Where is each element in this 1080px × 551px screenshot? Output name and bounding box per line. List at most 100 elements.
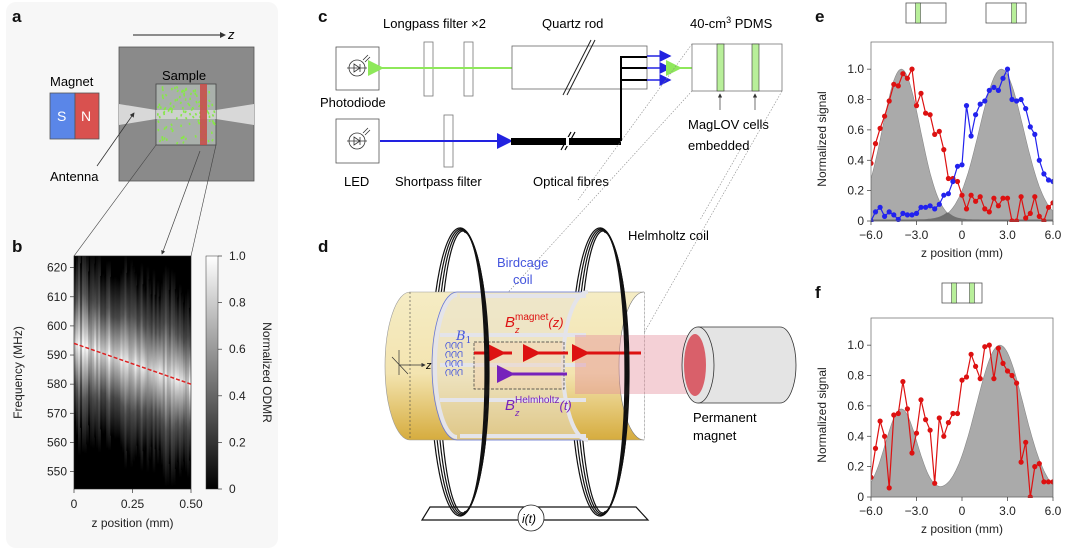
- cell-dot: [194, 89, 197, 92]
- panel-b-letter: b: [12, 237, 22, 256]
- cell-dot: [180, 124, 183, 128]
- cell-dot: [198, 104, 201, 108]
- data-point-right-cell: [1014, 98, 1020, 104]
- x-tick-label: 0: [71, 497, 78, 511]
- y-tick-label: 0.6: [847, 399, 864, 413]
- zoom-line-left: [73, 144, 157, 257]
- y-axis-label: Normalized signal: [815, 367, 829, 462]
- data-point-right-cell: [913, 210, 920, 216]
- cell-dot: [158, 139, 162, 143]
- cell-dot: [161, 88, 164, 92]
- cell-dot: [192, 115, 195, 119]
- heatmap-column: [112, 277, 115, 437]
- data-point-right-cell: [936, 201, 942, 207]
- data-point-left-cell: [927, 112, 933, 118]
- data-point-left-cell: [1000, 195, 1006, 201]
- heatmap-column: [84, 256, 87, 454]
- data-point-both-cells: [1004, 368, 1011, 374]
- sample-label: Sample: [162, 68, 206, 83]
- sample-beam: [156, 110, 216, 119]
- x-tick-label: 0.25: [121, 497, 145, 511]
- data-point-left-cell: [882, 113, 888, 119]
- cell-dot: [185, 116, 188, 120]
- x-axis-label: z position (mm): [91, 516, 173, 530]
- data-point-left-cell: [968, 192, 974, 198]
- fibre-break: [564, 131, 576, 151]
- helmholtz-coil-left-front: [459, 227, 490, 517]
- heatmap-column: [90, 256, 93, 448]
- data-point-left-cell: [954, 178, 961, 185]
- y-tick-label: 0.4: [847, 153, 864, 167]
- data-point-left-cell: [891, 81, 897, 87]
- heatmap-column: [184, 292, 188, 473]
- data-point-both-cells: [977, 376, 983, 382]
- b1-field-line: [451, 342, 457, 350]
- cell-dot: [184, 98, 187, 101]
- axis-z-label: z: [425, 360, 432, 372]
- cell-dot: [208, 99, 211, 103]
- data-point-both-cells: [904, 406, 911, 412]
- magLOV-cells: [157, 85, 216, 145]
- data-point-right-cell: [968, 133, 974, 139]
- x-axis-label: z position (mm): [921, 246, 1003, 260]
- cell-dot: [187, 102, 190, 106]
- projection-line: [699, 149, 741, 221]
- data-point-right-cell: [1032, 131, 1038, 137]
- colorbar-tick-label: 0.6: [229, 342, 246, 356]
- data-point-right-cell: [963, 103, 970, 109]
- data-point-right-cell: [891, 212, 897, 218]
- heatmap-column: [116, 278, 119, 439]
- heatmap-column: [78, 256, 81, 456]
- perm-magnet-label-line1: Permanent: [693, 410, 757, 425]
- cell-dot: [182, 110, 185, 113]
- x-tick-label: 0: [959, 228, 966, 242]
- cell-dot: [163, 112, 166, 116]
- y-tick-label: 610: [47, 290, 67, 304]
- colorbar-label: Normalized ODMR: [260, 322, 274, 423]
- inset-cell-stripe: [915, 2, 921, 24]
- pdms-label: 40-cm3 PDMS: [690, 15, 773, 31]
- data-point-left-cell: [913, 103, 920, 109]
- data-point-left-cell: [991, 195, 997, 201]
- shortpass-label: Shortpass filter: [395, 174, 482, 189]
- photodiode-icon: [347, 54, 371, 77]
- data-point-left-cell: [895, 83, 901, 89]
- zoom-line-right: [190, 144, 217, 257]
- data-point-right-cell: [1004, 66, 1011, 72]
- data-point-right-cell: [932, 206, 938, 212]
- pdms-block: [691, 43, 783, 92]
- cell-dot: [211, 138, 214, 142]
- magnet-s-text: S: [57, 108, 66, 124]
- y-tick-label: 560: [47, 435, 67, 449]
- sample-stripe: [200, 84, 207, 145]
- photodiode-label: Photodiode: [320, 95, 386, 110]
- data-point-left-cell: [995, 203, 1002, 209]
- cell-dot: [157, 128, 160, 132]
- magnet-label: Magnet: [50, 74, 94, 89]
- data-point-right-cell: [1009, 96, 1015, 103]
- b1-field-line: [457, 351, 463, 359]
- data-point-right-cell: [1041, 171, 1047, 177]
- data-point-both-cells: [1014, 380, 1020, 386]
- bmag-label: Bmagnet(z): [505, 312, 564, 331]
- projection-line: [577, 43, 693, 201]
- cell-dot: [210, 131, 213, 134]
- optical-fibre: [620, 56, 647, 141]
- inset-cell-stripe: [969, 282, 975, 304]
- heatmap-column: [82, 256, 85, 453]
- y-tick-label: 0: [857, 490, 864, 504]
- data-point-both-cells: [1018, 459, 1024, 465]
- helmholtz-coil-right-front: [599, 227, 630, 517]
- data-point-both-cells: [1000, 360, 1006, 366]
- cell-dot: [195, 94, 198, 98]
- projection-line: [619, 90, 783, 376]
- bhelm-sub: z: [514, 408, 520, 418]
- antenna-pointer: [96, 112, 135, 167]
- b1-field-line: [457, 342, 463, 350]
- heatmap-column: [88, 271, 91, 426]
- perm-magnet-label-line2: magnet: [693, 428, 737, 443]
- y-tick-label: 570: [47, 406, 67, 420]
